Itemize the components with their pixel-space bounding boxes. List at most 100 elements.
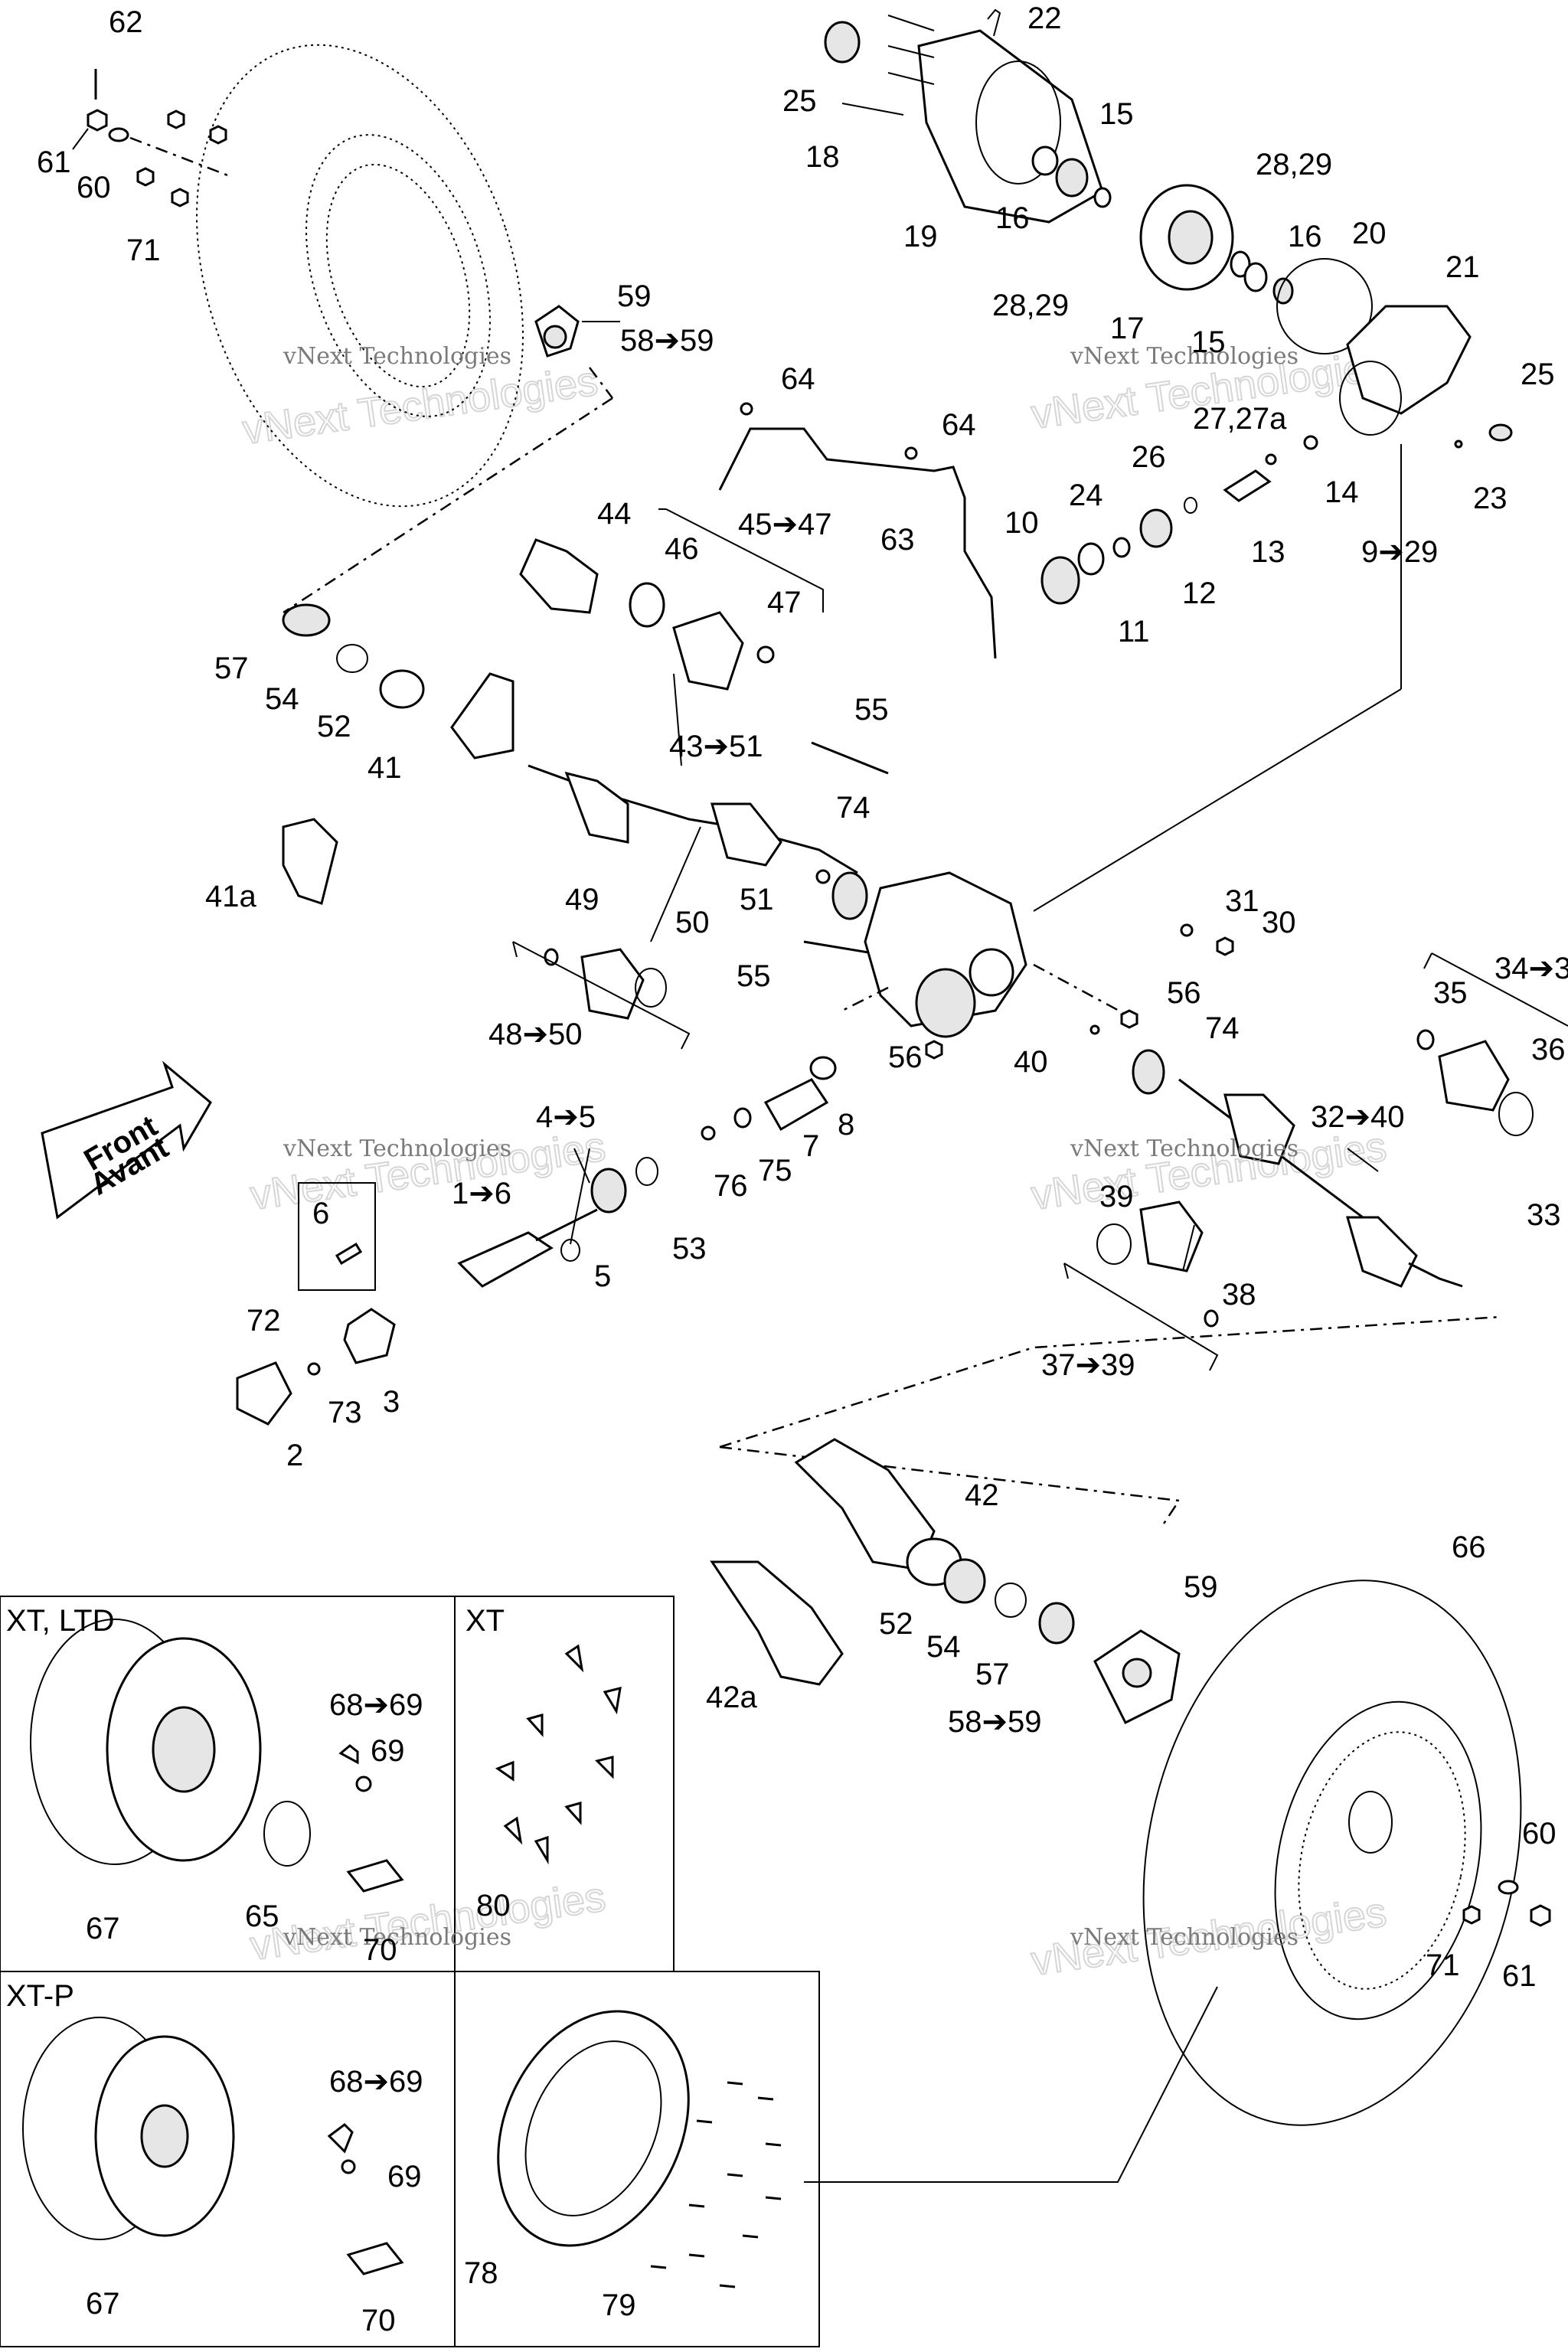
bolt-icon	[719, 2284, 736, 2288]
leader-line	[673, 673, 682, 766]
bolt-icon	[887, 45, 935, 58]
assembly-dash-line	[129, 136, 230, 178]
clamp-icon	[1204, 1309, 1219, 1328]
circlip-icon	[336, 644, 368, 673]
seal-icon	[1038, 1602, 1075, 1645]
callout-51: 51	[740, 883, 774, 916]
bolt-icon	[650, 2265, 667, 2269]
callout-61: 61	[37, 145, 71, 179]
seal-icon	[282, 603, 331, 637]
propeller-shaft-yoke	[457, 1231, 554, 1288]
callout-57: 57	[214, 652, 249, 685]
bearing-icon	[1055, 158, 1089, 198]
boot-icon	[672, 611, 744, 691]
hose-line	[718, 427, 997, 659]
bracket-line	[665, 508, 824, 612]
callout-74: 74	[836, 791, 871, 825]
inset-title-xt-p: XT-P	[6, 1979, 74, 2013]
callout-17: 17	[1110, 312, 1145, 345]
callout-60: 60	[1522, 1817, 1557, 1851]
differential-assembly	[824, 8, 1513, 912]
callout-12: 12	[1182, 577, 1217, 610]
tire-outline	[1142, 1579, 1522, 2126]
callout-69: 69	[371, 1734, 405, 1768]
callout-72: 72	[247, 1304, 281, 1338]
bracket-line	[512, 941, 691, 1050]
assembly-dash-line	[283, 397, 613, 614]
callout-45-47: 45➔47	[738, 508, 832, 541]
callout-24: 24	[1069, 479, 1103, 512]
callout-74: 74	[1205, 1011, 1240, 1045]
shim-icon	[1093, 187, 1112, 208]
left-driveshaft-assembly	[282, 508, 897, 1050]
callout-46: 46	[665, 532, 699, 566]
leader-line	[1182, 1224, 1195, 1272]
watermark-large: vNext Technologies	[240, 358, 600, 452]
propeller-shaft-assembly	[236, 1056, 837, 1426]
weight-icon	[603, 1686, 622, 1715]
callout-38: 38	[1222, 1278, 1256, 1312]
stub-shaft-icon	[1408, 1262, 1463, 1288]
callout-43-51: 43➔51	[669, 730, 763, 763]
watermark-small: vNext Technologies	[1070, 1924, 1298, 1951]
lug-nut-icon	[136, 167, 155, 187]
housing-cover	[1346, 305, 1472, 415]
callout-3: 3	[383, 1385, 400, 1419]
clamp-icon	[756, 645, 775, 664]
leader-line	[804, 1986, 1218, 2183]
tire-outline	[196, 44, 524, 508]
beadlock-ring-inner	[524, 2040, 662, 2216]
wheel-nut-icon	[87, 109, 108, 132]
knuckle-icon	[450, 672, 514, 760]
bearing-icon	[379, 669, 425, 709]
callout-11: 11	[1118, 615, 1150, 648]
callout-52: 52	[879, 1607, 913, 1641]
callout-61: 61	[1502, 1959, 1537, 1993]
washer-icon	[1265, 453, 1277, 466]
lug-nut-icon	[1462, 1905, 1481, 1925]
bolt-icon	[757, 2096, 774, 2101]
leader-line	[1347, 1148, 1379, 1172]
clamp-icon	[1416, 1029, 1435, 1050]
inset-xt-p: XT-P	[0, 1971, 820, 2347]
watermark-small: vNext Technologies	[1070, 343, 1298, 370]
output-bore	[969, 948, 1014, 997]
lug-nut-icon	[167, 109, 185, 129]
bolt-icon	[742, 2234, 759, 2239]
callout-25: 25	[782, 84, 817, 118]
clamp-ring-icon	[629, 582, 665, 628]
leader-line	[72, 128, 89, 150]
callout-37-39: 37➔39	[1041, 1348, 1135, 1382]
callout-42: 42	[965, 1478, 999, 1512]
weight-icon	[595, 1756, 614, 1779]
callout-41: 41	[368, 751, 402, 785]
bolt-icon	[727, 2173, 743, 2177]
callout-62: 62	[109, 5, 143, 39]
valve-cap-icon	[341, 2159, 356, 2174]
watermark-small: vNext Technologies	[283, 1924, 511, 1951]
seal-icon	[1488, 423, 1513, 442]
assembly-dash-line	[719, 1315, 1501, 1449]
assembly-dash-line	[589, 367, 613, 399]
leader-line	[573, 1148, 590, 1184]
boot-icon	[580, 948, 645, 1020]
ring-gear-hub	[1168, 210, 1214, 265]
callout-71: 71	[126, 234, 161, 267]
callout-79: 79	[602, 2288, 636, 2322]
spring-coupler-icon	[763, 1078, 829, 1132]
seal-icon	[824, 21, 861, 64]
callout-6: 6	[312, 1197, 329, 1230]
callout-1-6: 1➔6	[452, 1177, 511, 1210]
callout-70: 70	[361, 2304, 396, 2337]
callout-28-29: 28,29	[1256, 148, 1332, 181]
weight-icon	[526, 1713, 544, 1737]
callout-54: 54	[265, 682, 299, 716]
boot-icon	[1438, 1040, 1510, 1112]
watermark-small-group: vNext Technologies vNext Technologies vN…	[283, 343, 1298, 1951]
nut-icon	[1216, 936, 1234, 956]
callout-15: 15	[1099, 97, 1134, 131]
watermark-small: vNext Technologies	[1070, 1135, 1298, 1162]
callout-52: 52	[317, 710, 351, 743]
callout-67: 67	[86, 1912, 120, 1945]
lug-nut-icon	[171, 188, 189, 207]
